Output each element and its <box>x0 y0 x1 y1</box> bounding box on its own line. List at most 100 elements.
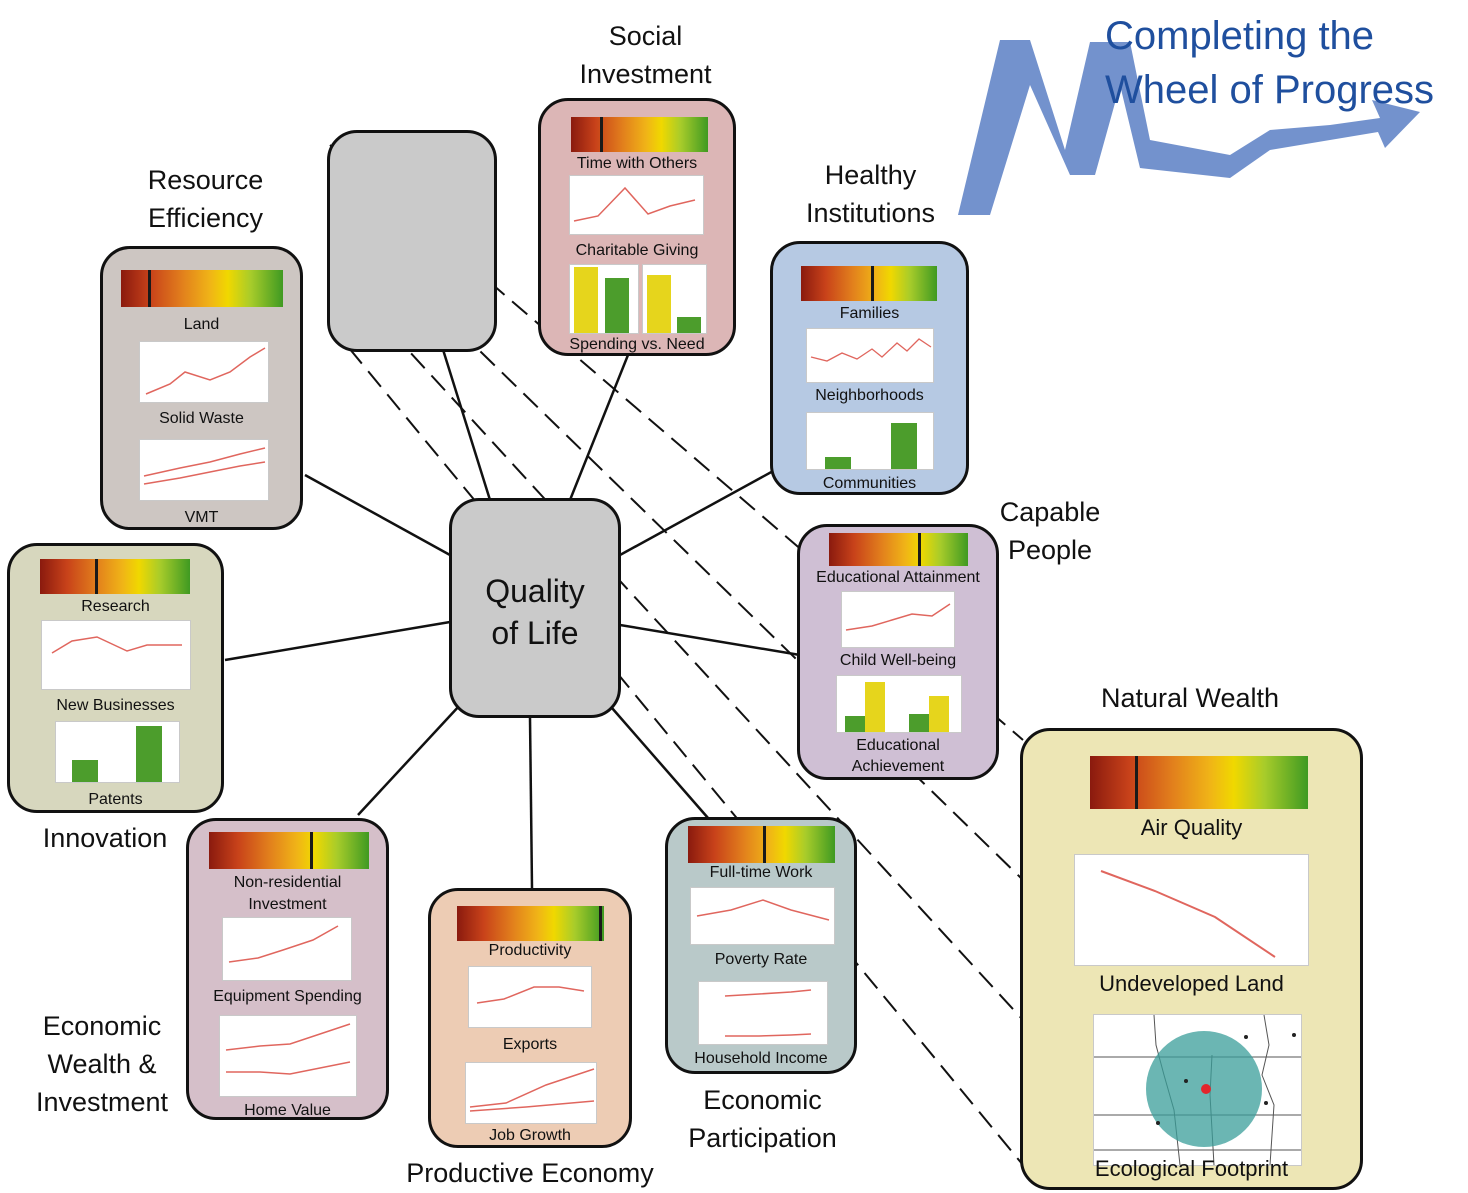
category-social-line-2: Investment <box>579 59 712 89</box>
solid-waste-chart <box>139 341 269 403</box>
gauge-marker <box>1134 756 1138 809</box>
spoke-resource <box>304 473 451 557</box>
resource-efficiency-box: Land Solid Waste VMT <box>100 246 303 530</box>
category-capable-line-2: People <box>1007 535 1093 565</box>
indicator-air-quality: Air Quality <box>1140 815 1243 840</box>
indicator-solid-waste: Solid Waste <box>159 410 244 427</box>
category-resource-line-1: Resource <box>147 165 264 195</box>
spoke-economic-wealth <box>357 704 461 816</box>
household-income-chart <box>698 981 828 1045</box>
spoke-productive <box>528 717 534 889</box>
category-social-line-1: Social <box>608 21 683 51</box>
indicator-full-time-work: Full-time Work <box>709 864 813 881</box>
innovation-gauge <box>40 559 190 594</box>
indicator-land: Land <box>183 316 220 333</box>
gauge-marker <box>147 270 151 307</box>
indicator-educational-attainment: Educational Attainment <box>816 569 980 586</box>
innovation-box: Research New Businesses Patents <box>7 543 224 813</box>
category-healthy-line-1: Healthy <box>824 160 917 190</box>
undeveloped-land-chart <box>1074 854 1309 966</box>
social-gauge <box>571 117 708 152</box>
indicator-families: Families <box>839 305 900 322</box>
indicator-equipment-spending: Equipment Spending <box>213 988 362 1005</box>
indicator-non-residential-1: Non-residential <box>233 874 342 891</box>
economic-wealth-box: Non-residential Investment Equipment Spe… <box>186 818 389 1120</box>
indicator-poverty-rate: Poverty Rate <box>714 951 808 968</box>
indicator-charitable-giving: Charitable Giving <box>575 242 699 259</box>
home-value-chart <box>219 1015 357 1097</box>
category-participation-line-1: Economic <box>703 1085 822 1115</box>
center-box: Quality of Life <box>449 498 621 718</box>
center-line-1: Quality <box>485 573 585 609</box>
spoke-capable <box>619 623 801 657</box>
spoke-healthy <box>619 468 776 557</box>
spoke-placeholder <box>438 339 492 501</box>
indicator-educational-achievement-1: Educational <box>856 737 940 754</box>
social-investment-box: Time with Others Charitable Giving Spend… <box>538 98 736 356</box>
productive-gauge <box>457 906 604 941</box>
category-economic-wealth-line-1: Economic <box>42 1011 162 1041</box>
spoke-lines <box>224 339 801 889</box>
indicator-neighborhoods: Neighborhoods <box>815 387 924 404</box>
exports-chart <box>468 966 592 1028</box>
gauge-marker <box>598 906 602 941</box>
indicator-educational-achievement-2: Achievement <box>851 758 945 775</box>
poverty-rate-chart <box>690 887 835 945</box>
logo-mark-icon <box>958 40 1420 215</box>
title-line-1: Completing the <box>1105 14 1375 58</box>
center-line-2: of Life <box>491 615 579 651</box>
capable-people-box: Educational Attainment Child Well-being … <box>797 524 999 780</box>
new-businesses-chart <box>41 620 191 690</box>
spoke-participation <box>611 707 709 819</box>
neighborhoods-chart <box>806 328 934 383</box>
category-innovation: Innovation <box>42 823 168 853</box>
educational-achievement-chart <box>836 675 962 733</box>
category-economic-wealth-line-3: Investment <box>35 1087 169 1117</box>
indicator-ecological-footprint: Ecological Footprint <box>1094 1156 1289 1181</box>
job-growth-chart <box>465 1062 597 1124</box>
indicator-undeveloped-land: Undeveloped Land <box>1099 971 1284 996</box>
indicator-spending-vs-need: Spending vs. Need <box>569 336 705 353</box>
indicator-home-value: Home Value <box>244 1102 331 1119</box>
indicator-new-businesses: New Businesses <box>56 697 175 714</box>
spoke-innovation <box>224 620 451 662</box>
indicator-job-growth: Job Growth <box>489 1127 571 1144</box>
gauge-marker <box>918 533 922 566</box>
productive-economy-box: Productivity Exports Job Growth <box>428 888 632 1148</box>
indicator-research: Research <box>81 598 150 615</box>
capable-gauge <box>829 533 968 566</box>
communities-chart <box>806 412 934 470</box>
participation-gauge <box>688 826 835 863</box>
vmt-chart <box>139 439 269 501</box>
healthy-gauge <box>801 266 937 301</box>
indicator-vmt: VMT <box>184 509 219 526</box>
economic-wealth-gauge <box>209 832 369 869</box>
category-natural-wealth: Natural Wealth <box>1100 683 1280 713</box>
indicator-child-wellbeing: Child Well-being <box>839 652 957 669</box>
category-healthy-line-2: Institutions <box>805 198 936 228</box>
indicator-time-with-others: Time with Others <box>576 155 698 172</box>
charitable-chart <box>569 175 704 235</box>
ecological-footprint-map <box>1093 1014 1302 1166</box>
gauge-marker <box>763 826 767 863</box>
healthy-institutions-box: Families Neighborhoods Communities <box>770 241 969 495</box>
indicator-patents: Patents <box>88 791 143 808</box>
natural-wealth-box: Air Quality Undeveloped Land Ecological … <box>1020 728 1363 1190</box>
placeholder-box <box>327 130 497 352</box>
indicator-non-residential-2: Investment <box>248 896 327 913</box>
category-capable-line-1: Capable <box>999 497 1101 527</box>
gauge-marker <box>310 832 314 869</box>
indicator-communities: Communities <box>822 475 917 492</box>
gauge-marker <box>600 117 604 152</box>
economic-participation-box: Full-time Work Poverty Rate Household In… <box>665 817 857 1074</box>
natural-gauge <box>1090 756 1308 809</box>
indicator-household-income: Household Income <box>694 1050 828 1067</box>
indicator-productivity: Productivity <box>488 942 572 959</box>
category-participation-line-2: Participation <box>688 1123 837 1153</box>
spoke-social <box>568 349 632 501</box>
resource-gauge <box>121 270 283 307</box>
child-wellbeing-chart <box>841 591 955 648</box>
category-economic-wealth-line-2: Wealth & <box>47 1049 157 1079</box>
gauge-marker <box>94 559 98 594</box>
patents-chart <box>55 721 180 783</box>
